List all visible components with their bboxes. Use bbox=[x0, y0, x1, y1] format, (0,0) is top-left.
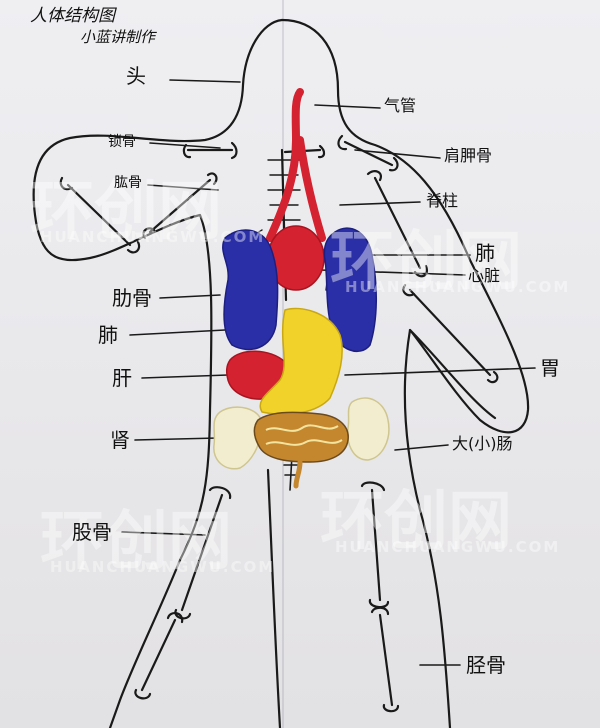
label-tibia: 胫骨 bbox=[466, 653, 506, 677]
trachea-organ bbox=[266, 88, 326, 242]
kidney-left-organ bbox=[213, 406, 263, 470]
leader-femur bbox=[121, 531, 206, 536]
leader-lung-left bbox=[129, 329, 226, 336]
leader-intestine bbox=[394, 444, 449, 451]
label-head: 头 bbox=[126, 64, 146, 88]
femur-right-bone bbox=[360, 481, 390, 609]
leader-head bbox=[169, 79, 241, 83]
humerus-right-bone bbox=[366, 170, 428, 278]
label-femur: 股骨 bbox=[72, 520, 112, 544]
label-ribs: 肋骨 bbox=[112, 286, 152, 310]
leader-kidney bbox=[134, 437, 219, 441]
femur-left-bone bbox=[174, 486, 232, 620]
page-title: 人体结构图 bbox=[30, 6, 115, 26]
leader-clavicle bbox=[149, 142, 221, 149]
label-clavicle: 锁骨 bbox=[108, 134, 136, 150]
leader-humerus bbox=[147, 184, 219, 191]
rectum-organ bbox=[293, 459, 303, 489]
humerus-left-bone-2 bbox=[142, 172, 218, 240]
lung-left-organ bbox=[222, 229, 279, 351]
stomach-organ bbox=[259, 307, 343, 416]
label-spine: 脊柱 bbox=[426, 191, 459, 210]
leader-ribs bbox=[159, 294, 221, 299]
humerus-left-bone bbox=[59, 176, 141, 254]
label-lung-right: 肺 bbox=[475, 241, 495, 265]
label-stomach: 胃 bbox=[540, 356, 560, 380]
page-subtitle: 小蓝讲制作 bbox=[80, 28, 156, 46]
intestine-folds bbox=[265, 424, 343, 446]
inner-arm-line bbox=[408, 328, 497, 420]
lung-right-organ bbox=[323, 227, 377, 352]
tibia-right-bone bbox=[370, 606, 400, 713]
scapula-right-bone bbox=[337, 134, 399, 172]
label-intestine: 大(小)肠 bbox=[452, 434, 513, 453]
body-outline-right bbox=[280, 18, 530, 728]
label-trachea: 气管 bbox=[384, 96, 417, 115]
clavicle-left-bone bbox=[182, 141, 238, 160]
leader-scapula bbox=[354, 149, 441, 159]
label-liver: 肝 bbox=[112, 366, 132, 390]
label-humerus: 肱骨 bbox=[114, 175, 142, 191]
forearm-right-bone bbox=[402, 283, 499, 384]
kidney-right-organ bbox=[346, 397, 390, 461]
leader-trachea bbox=[314, 104, 381, 109]
label-scapula: 肩胛骨 bbox=[444, 146, 493, 165]
inner-leg-line bbox=[266, 468, 282, 728]
leader-stomach bbox=[344, 367, 536, 376]
intestine-organ bbox=[253, 411, 349, 463]
leader-spine bbox=[339, 201, 421, 206]
leader-liver bbox=[141, 374, 229, 379]
label-lung-left: 肺 bbox=[98, 323, 118, 347]
label-kidney: 肾 bbox=[110, 428, 130, 452]
tibia-left-bone bbox=[134, 612, 184, 700]
label-heart: 心脏 bbox=[468, 266, 501, 285]
body-outline-left bbox=[32, 18, 284, 728]
